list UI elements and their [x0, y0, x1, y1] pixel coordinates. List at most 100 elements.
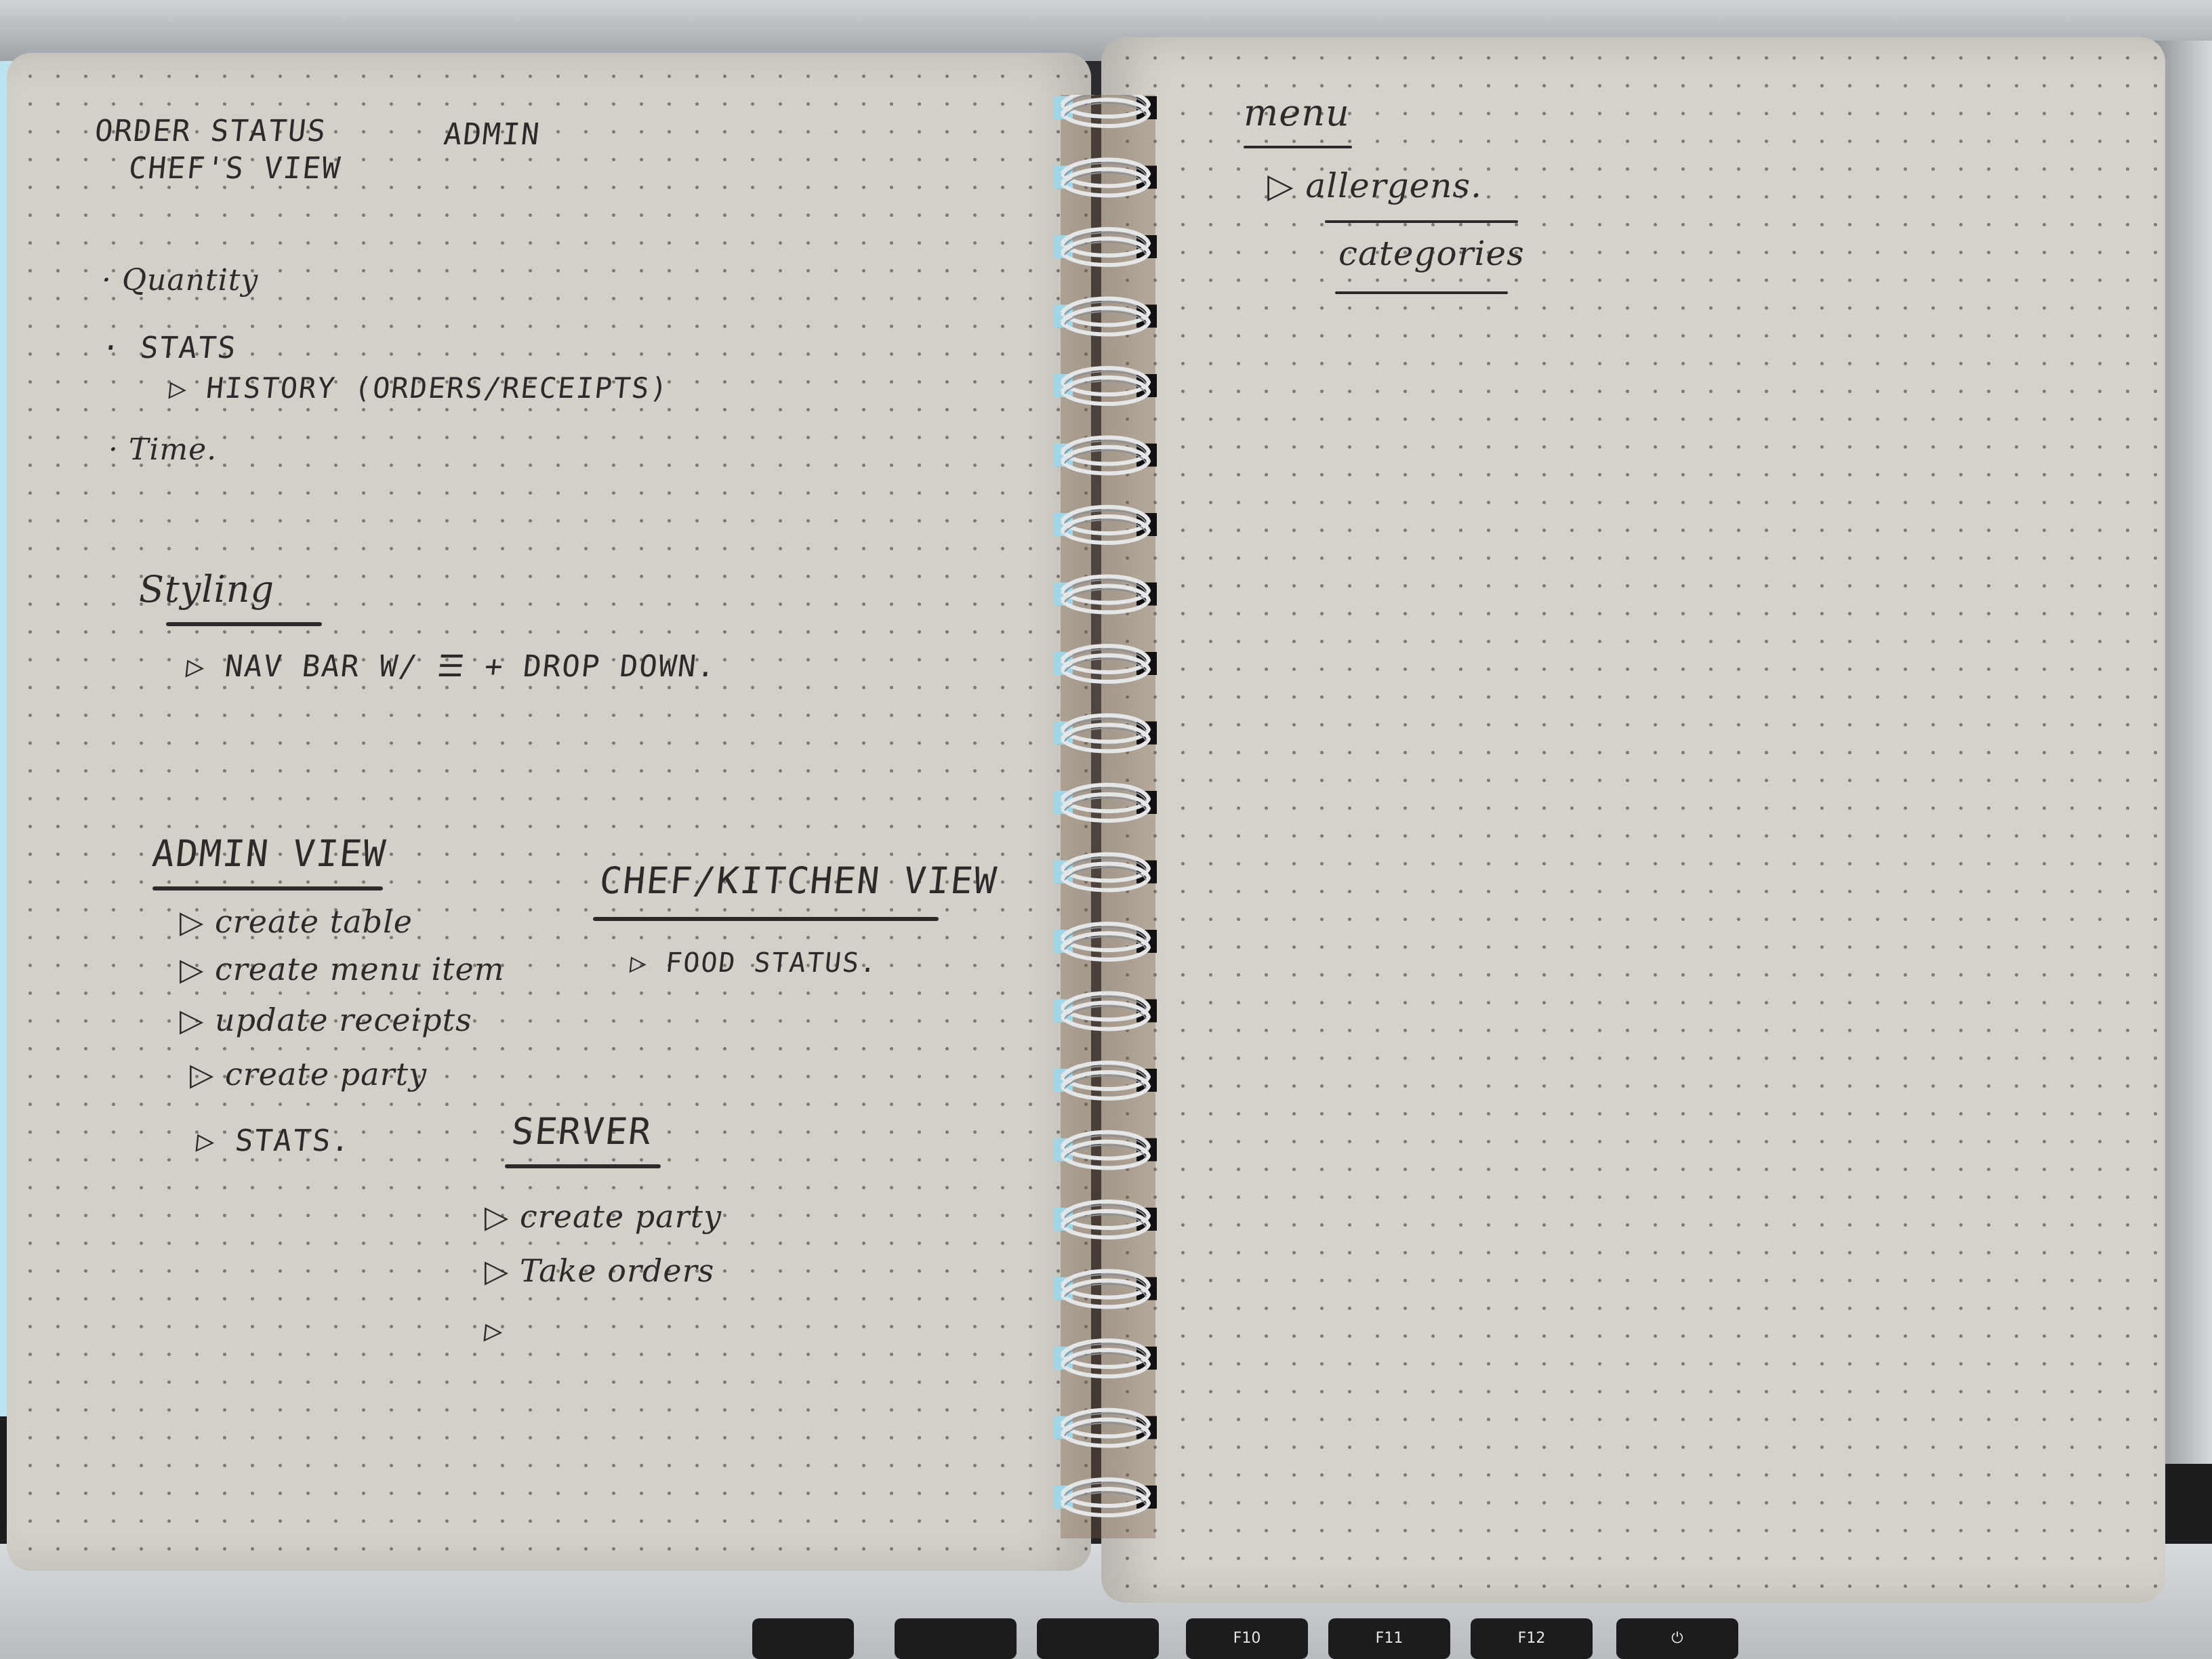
spiral-ring — [1060, 1269, 1151, 1300]
spiral-ring-shadow — [1064, 649, 1147, 663]
spiral-ring-shadow — [1064, 1343, 1147, 1357]
keyboard-key-f10: F10 — [1186, 1618, 1308, 1659]
spiral-ring-shadow — [1064, 440, 1147, 455]
spiral-ring — [1060, 157, 1151, 188]
spiral-ring-shadow — [1064, 449, 1147, 464]
spiral-ring — [1060, 783, 1151, 813]
spiral-ring-shadow — [1064, 301, 1147, 316]
spiral-ring-shadow — [1064, 926, 1147, 941]
spiral-binding — [1054, 95, 1157, 1538]
spiral-ring — [1060, 1278, 1151, 1309]
spiral-ring — [1060, 227, 1151, 258]
spiral-ring — [1060, 852, 1151, 883]
spiral-ring — [1060, 1338, 1151, 1369]
chef-kitchen-heading: CHEF/KITCHEN VIEW — [597, 859, 1000, 902]
chef-kitchen-underline — [593, 917, 939, 921]
spiral-ring — [1060, 1348, 1151, 1378]
spiral-ring-shadow — [1064, 310, 1147, 325]
spiral-ring — [1060, 653, 1151, 684]
menu-heading: menu — [1244, 91, 1350, 134]
spiral-ring — [1060, 1070, 1151, 1101]
keyboard-key — [1037, 1618, 1159, 1659]
spiral-ring-shadow — [1064, 579, 1147, 594]
spiral-ring-shadow — [1064, 1134, 1147, 1149]
spiral-ring-shadow — [1064, 95, 1147, 107]
admin-item: ▷ update receipts — [180, 1002, 472, 1038]
spiral-ring — [1060, 922, 1151, 952]
stats-note: · STATS — [100, 331, 239, 365]
spiral-ring-shadow — [1064, 1353, 1147, 1367]
server-underline — [505, 1164, 661, 1168]
spiral-ring — [1060, 1487, 1151, 1517]
spiral-ring — [1060, 237, 1151, 267]
admin-note: ADMIN — [442, 117, 543, 152]
history-note: ▷ HISTORY (ORDERS/RECEIPTS) — [167, 371, 671, 405]
spiral-ring — [1060, 167, 1151, 198]
spiral-ring — [1060, 583, 1151, 615]
spiral-ring-shadow — [1064, 866, 1147, 881]
spiral-ring-shadow — [1064, 727, 1147, 742]
spiral-ring-shadow — [1064, 996, 1147, 1010]
spiral-ring-shadow — [1064, 241, 1147, 255]
spiral-ring-shadow — [1064, 787, 1147, 802]
spiral-ring — [1060, 375, 1151, 406]
spiral-ring-shadow — [1064, 510, 1147, 524]
time-note: · Time. — [108, 432, 218, 467]
admin-item: ▷ STATS. — [194, 1124, 353, 1158]
server-heading: SERVER — [509, 1110, 655, 1153]
allergens-underline — [1325, 220, 1518, 223]
spiral-ring-shadow — [1064, 162, 1147, 177]
spiral-ring — [1060, 713, 1151, 744]
spiral-ring-shadow — [1064, 232, 1147, 246]
spiral-ring — [1060, 1417, 1151, 1448]
quantity-note: · Quantity — [102, 263, 259, 298]
server-item: ▷ Take orders — [485, 1252, 715, 1289]
spiral-ring — [1060, 1000, 1151, 1031]
admin-item: ▷ create party — [190, 1056, 428, 1092]
nav-bar-note: ▷ NAV BAR W/ ☰ + DROP DOWN. — [184, 649, 718, 684]
categories-underline — [1335, 291, 1508, 294]
keyboard-key — [752, 1618, 854, 1659]
admin-item: ▷ create menu item — [180, 951, 505, 987]
keyboard-key-power: ⏻ — [1616, 1618, 1738, 1659]
spiral-ring — [1060, 1408, 1151, 1439]
spiral-ring-shadow — [1064, 519, 1147, 533]
spiral-ring-shadow — [1064, 102, 1147, 117]
spiral-ring-shadow — [1064, 1005, 1147, 1020]
menu-item: ▷ allergens. — [1267, 166, 1482, 205]
spiral-ring-shadow — [1064, 171, 1147, 186]
spiral-ring-shadow — [1064, 380, 1147, 394]
spiral-ring — [1060, 574, 1151, 605]
spiral-ring-shadow — [1064, 371, 1147, 385]
spiral-ring-shadow — [1064, 1273, 1147, 1288]
notebook-right-page: menu ▷ allergens. categories — [1101, 37, 2165, 1603]
spiral-ring-shadow — [1064, 1492, 1147, 1506]
styling-heading: Styling — [139, 568, 275, 611]
admin-view-heading: ADMIN VIEW — [150, 832, 389, 875]
spiral-ring — [1060, 1130, 1151, 1161]
keyboard-key — [895, 1618, 1017, 1659]
spiral-ring — [1060, 1209, 1151, 1240]
spiral-ring-shadow — [1064, 1283, 1147, 1298]
notebook-left-page: ORDER STATUS CHEF'S VIEW ADMIN · Quantit… — [7, 53, 1091, 1571]
spiral-ring — [1060, 1200, 1151, 1230]
spiral-ring-shadow — [1064, 1412, 1147, 1427]
spiral-ring — [1060, 98, 1151, 128]
styling-underline — [166, 622, 322, 626]
admin-item: ▷ create table — [180, 903, 413, 940]
spiral-ring — [1060, 931, 1151, 962]
menu-underline — [1244, 146, 1352, 148]
spiral-ring-shadow — [1064, 718, 1147, 733]
spiral-ring — [1060, 445, 1151, 476]
spiral-ring — [1060, 1061, 1151, 1091]
spiral-ring-shadow — [1064, 797, 1147, 811]
spiral-ring — [1060, 1139, 1151, 1170]
menu-item: categories — [1338, 234, 1525, 273]
spiral-ring-shadow — [1064, 936, 1147, 950]
spiral-ring-shadow — [1064, 1482, 1147, 1496]
spiral-ring — [1060, 722, 1151, 754]
spiral-ring-shadow — [1064, 1204, 1147, 1218]
spiral-ring-shadow — [1064, 658, 1147, 672]
order-status-note: ORDER STATUS — [93, 114, 329, 148]
server-item: ▷ create party — [485, 1198, 722, 1235]
